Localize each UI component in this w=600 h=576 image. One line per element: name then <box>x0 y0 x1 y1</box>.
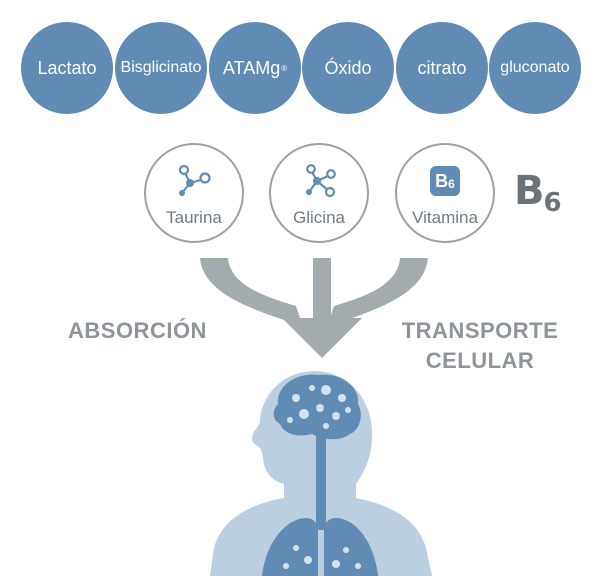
mg-form-bisglicinato: Bisglicinato <box>115 22 207 114</box>
molecule-icon <box>178 164 211 196</box>
human-silhouette <box>210 371 432 576</box>
cofactor-label: Vitamina <box>412 208 478 227</box>
magnesium-forms-row: Lactato Bisglicinato ATAMg® Óxido citrat… <box>0 0 600 140</box>
spinal-cord <box>316 430 326 530</box>
cofactor-label: Taurina <box>166 208 222 227</box>
mg-form-label: gluconato <box>500 59 570 76</box>
lung-dots <box>283 545 361 569</box>
mg-form-label: Lactato <box>37 57 97 78</box>
transporte-celular-label: TRANSPORTE CELULAR <box>398 316 562 376</box>
right-arrow-branch <box>330 258 428 322</box>
arrow-head <box>282 318 362 358</box>
mg-form-label: citrato <box>417 57 467 78</box>
badge-letter: B <box>435 170 449 191</box>
cofactor-glicina: Glicina <box>269 143 369 243</box>
transporte-line: TRANSPORTE <box>401 318 559 343</box>
mg-form-citrato: citrato <box>396 22 488 114</box>
mg-form-atamg: ATAMg® <box>209 22 301 114</box>
center-arrow-shaft <box>313 258 331 322</box>
left-lung <box>262 518 318 576</box>
badge-subscript: 6 <box>448 177 455 191</box>
b6-letter: B <box>514 168 544 214</box>
brain-dots <box>287 385 351 429</box>
b6-mark: B6 <box>514 168 562 218</box>
b6-subscript: 6 <box>543 188 562 218</box>
cofactor-label: Glicina <box>293 208 345 227</box>
mg-form-lactato: Lactato <box>21 22 113 114</box>
mg-form-oxido: Óxido <box>302 22 394 114</box>
left-arrow-branch <box>200 258 300 322</box>
mg-form-label: Bisglicinato <box>120 59 202 76</box>
molecule-icon <box>306 164 336 198</box>
celular-line: CELULAR <box>425 348 535 373</box>
absorcion-label: ABSORCIÓN <box>68 318 207 343</box>
mg-form-label: ATAMg <box>222 57 281 78</box>
mg-form-label: Óxido <box>324 57 372 78</box>
converging-arrows <box>200 258 428 358</box>
mg-form-gluconato: gluconato <box>489 22 581 114</box>
cofactor-taurina: Taurina <box>144 143 244 243</box>
registered-mark: ® <box>281 63 288 73</box>
